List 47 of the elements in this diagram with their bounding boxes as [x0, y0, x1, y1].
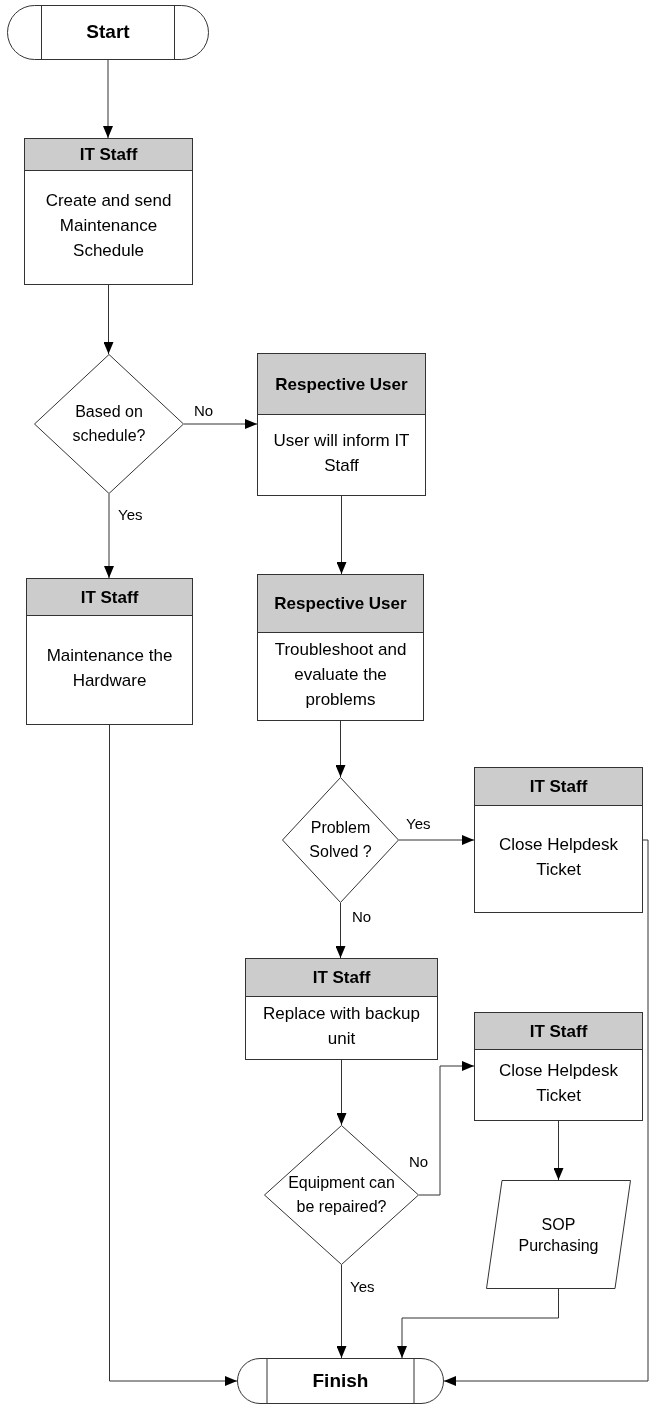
terminal-text: Finish [312, 1368, 369, 1393]
process-box [257, 353, 426, 496]
process-box [474, 1012, 643, 1121]
decision-text: Based on schedule? [71, 402, 147, 446]
connector-arrow [336, 495, 347, 575]
decision-text: Equipment can be repaired? [288, 1173, 395, 1217]
data-text: SOP Purchasing [518, 1214, 599, 1256]
step-text: Replace with backup unit [262, 1003, 421, 1050]
connector-arrow [183, 419, 258, 429]
decision-diamond [34, 354, 184, 494]
step-text: User will inform IT Staff [272, 430, 411, 477]
connector-arrow [336, 1059, 347, 1126]
process-box [245, 958, 438, 1060]
role-header: IT Staff [25, 139, 192, 171]
process-box [257, 574, 424, 721]
connector-arrow [443, 839, 649, 1386]
process-box [26, 578, 193, 725]
connector-arrow [103, 284, 114, 355]
connector-arrow [109, 724, 238, 1386]
data-parallelogram [486, 1180, 631, 1289]
step-text: Troubleshoot and evaluate the problems [273, 639, 408, 711]
step-text: Close Helpdesk Ticket [497, 834, 620, 881]
connector-arrow [335, 720, 346, 778]
connector-arrow [335, 902, 346, 959]
process-box [24, 138, 193, 285]
connector-arrow [418, 1061, 475, 1196]
terminator-shape [237, 1358, 444, 1404]
connector-arrow [397, 1288, 559, 1359]
role-header: IT Staff [475, 768, 642, 806]
connector-arrow [103, 59, 113, 139]
connector-arrow [336, 1264, 347, 1359]
connector-arrow [553, 1120, 564, 1181]
connector-arrow [398, 835, 475, 845]
role-header: Respective User [258, 354, 425, 415]
decision-diamond [282, 777, 399, 903]
connector-arrow [104, 493, 114, 579]
role-header: IT Staff [246, 959, 437, 997]
role-header: Respective User [258, 575, 423, 633]
step-text: Close Helpdesk Ticket [497, 1060, 620, 1107]
role-header: IT Staff [27, 579, 192, 616]
decision-text: Problem Solved ? [308, 818, 373, 862]
terminator-shape [7, 5, 209, 60]
process-box [474, 767, 643, 913]
step-text: Create and send Maintenance Schedule [44, 190, 173, 262]
role-header: IT Staff [475, 1013, 642, 1050]
terminal-text: Start [86, 20, 130, 45]
step-text: Maintenance the Hardware [45, 645, 174, 692]
